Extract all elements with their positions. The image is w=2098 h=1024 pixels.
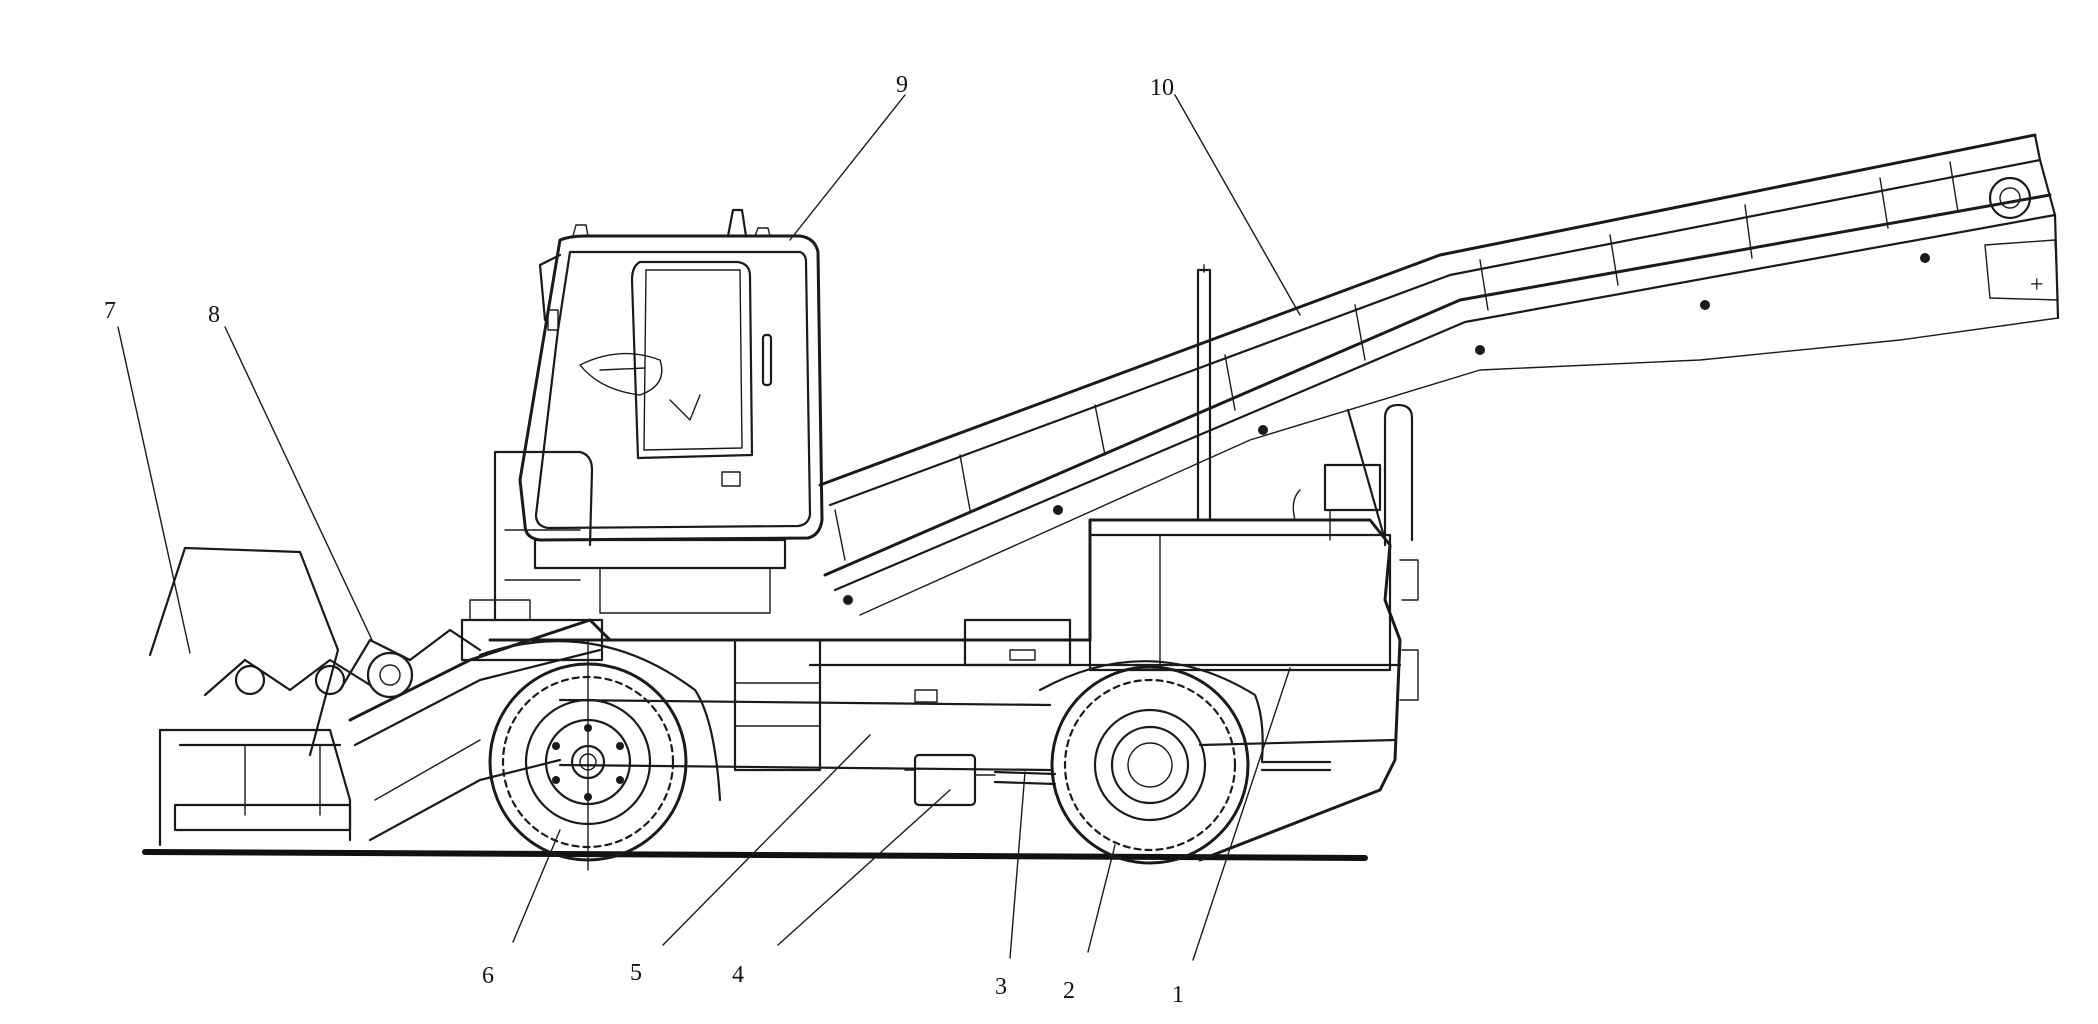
gathering-bucket [148,546,372,847]
callout-labels: 1 2 3 4 5 6 7 8 9 10 [104,72,1184,1008]
callout-7: 7 [104,298,116,324]
rear-wheel [1038,660,1264,865]
callout-3: 3 [995,974,1007,1000]
svg-text:+: + [2030,272,2044,298]
callout-4: 4 [732,962,744,988]
conveyor-assembly: + [818,133,2060,616]
ground-line [142,849,1368,861]
callout-5: 5 [630,960,642,986]
callout-leaders [117,94,1301,961]
gearbox-unit [904,753,996,807]
gathering-arms [338,599,612,842]
callout-2: 2 [1063,978,1075,1004]
callout-10: 10 [1150,75,1174,101]
chassis-frame [488,403,1419,862]
callout-6: 6 [482,963,494,989]
front-wheel [478,639,722,871]
callout-1: 1 [1172,982,1184,1008]
drive-shaft [993,760,1332,786]
operator-cab [493,208,824,622]
callout-8: 8 [208,302,220,328]
callout-9: 9 [896,72,908,98]
